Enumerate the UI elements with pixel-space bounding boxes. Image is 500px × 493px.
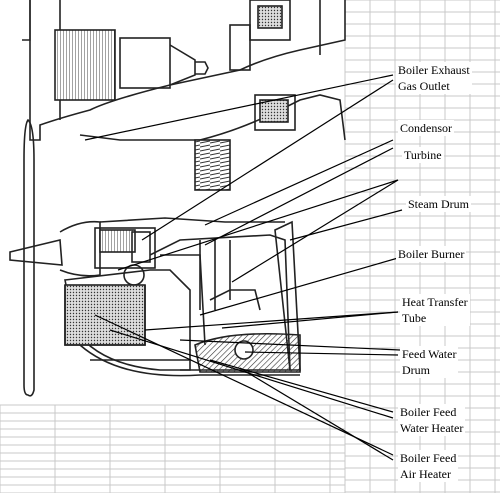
label-feed-air-heater-line1: Boiler Feed [400,451,457,465]
label-boiler-burner: Boiler Burner [396,246,467,262]
label-condensor-line1: Condensor [400,121,452,135]
label-feed-air-heater-line2: Air Heater [400,467,451,481]
label-heat-transfer-line2: Tube [402,311,427,325]
label-condensor: Condensor [398,120,454,136]
label-heat-transfer-line1: Heat Transfer [402,295,468,309]
label-feed-water-drum-line2: Drum [402,363,430,377]
label-boiler-exhaust: Boiler Exhaust Gas Outlet [396,62,472,94]
label-steam-drum-line1: Steam Drum [408,197,469,211]
label-heat-transfer-tube: Heat Transfer Tube [400,294,470,326]
label-steam-drum: Steam Drum [406,196,471,212]
label-boiler-exhaust-line1: Boiler Exhaust [398,63,470,77]
label-boiler-feed-water-heater: Boiler Feed Water Heater [398,404,466,436]
label-feed-water-drum-line1: Feed Water [402,347,457,361]
label-feed-water-heater-line1: Boiler Feed [400,405,457,419]
label-turbine-line1: Turbine [404,148,442,162]
top-view [29,0,346,191]
label-feed-water-heater-line2: Water Heater [400,421,464,435]
label-feed-water-drum: Feed Water Drum [400,346,459,378]
label-boiler-feed-air-heater: Boiler Feed Air Heater [398,450,459,482]
label-turbine: Turbine [402,147,444,163]
label-boiler-exhaust-line2: Gas Outlet [398,79,450,93]
side-view [9,118,301,397]
leader-lines [84,74,403,461]
label-boiler-burner-line1: Boiler Burner [398,247,465,261]
